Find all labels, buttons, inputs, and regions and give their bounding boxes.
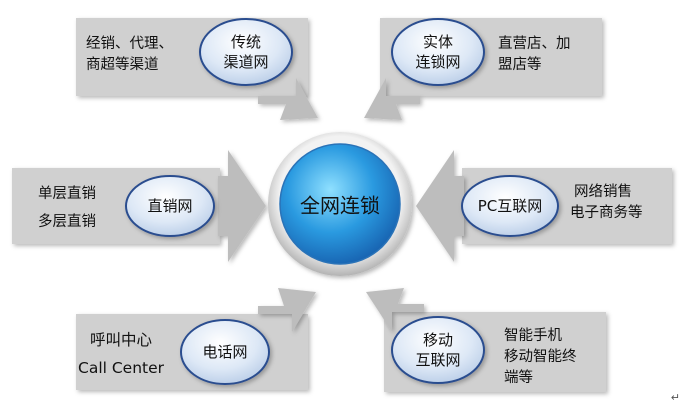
node-label-line: 传统 xyxy=(230,33,262,51)
node-label-line: 移动 xyxy=(422,331,454,349)
node-label-line: 互联网 xyxy=(415,351,461,369)
desc-line: 盟店等 xyxy=(498,57,542,73)
desc-line: 端等 xyxy=(504,370,533,386)
desc-traditional: 经销、代理、 商超等渠道 xyxy=(86,34,173,76)
arrow-pc xyxy=(416,150,464,262)
arrow-phone xyxy=(258,288,316,332)
desc-line: 电子商务等 xyxy=(570,205,643,221)
node-label-pc: PC互联网 xyxy=(478,196,543,216)
desc-line: 商超等渠道 xyxy=(86,57,159,73)
center-label: 全网连锁 xyxy=(300,193,380,218)
desc-line: 智能手机 xyxy=(504,328,562,344)
desc-line: 直营店、加 xyxy=(498,36,571,52)
node-mobile xyxy=(391,316,485,384)
node-pc xyxy=(461,175,559,237)
desc-pc: 网络销售 电子商务等 xyxy=(570,182,643,224)
node-traditional xyxy=(199,18,293,86)
arrow-direct xyxy=(218,150,266,262)
desc-phone: 呼叫中心 Call Center xyxy=(78,326,164,382)
node-label-traditional: 传统 渠道网 xyxy=(223,32,268,72)
desc-physical: 直营店、加 盟店等 xyxy=(498,34,571,76)
desc-line: 经销、代理、 xyxy=(86,36,173,52)
node-label-line: 连锁网 xyxy=(415,53,461,71)
node-label-phone: 电话网 xyxy=(202,342,247,362)
node-label-mobile: 移动 互联网 xyxy=(415,330,460,370)
desc-line: 呼叫中心 xyxy=(90,331,153,349)
node-direct xyxy=(125,175,215,237)
desc-direct: 单层直销 多层直销 xyxy=(38,180,96,236)
desc-mobile: 智能手机 移动智能终 端等 xyxy=(504,326,577,389)
node-label-line: 渠道网 xyxy=(223,53,269,71)
node-label-line: PC互联网 xyxy=(477,197,543,215)
node-physical xyxy=(391,18,485,86)
node-label-line: 实体 xyxy=(422,33,454,51)
node-label-direct: 直销网 xyxy=(147,196,192,216)
node-label-line: 直销网 xyxy=(147,197,193,215)
node-phone xyxy=(180,319,270,385)
desc-line: 多层直销 xyxy=(38,214,96,230)
desc-line: Call Center xyxy=(78,359,165,377)
arrow-traditional xyxy=(258,78,318,120)
desc-line: 移动智能终 xyxy=(504,349,577,365)
arrow-mobile xyxy=(366,288,424,332)
arrow-physical xyxy=(364,78,420,120)
center-circle xyxy=(279,143,401,265)
node-label-physical: 实体 连锁网 xyxy=(415,32,460,72)
desc-line: 单层直销 xyxy=(38,186,96,202)
node-label-line: 电话网 xyxy=(202,343,248,361)
desc-line: 网络销售 xyxy=(574,184,632,200)
paragraph-mark: ↵ xyxy=(670,391,680,404)
